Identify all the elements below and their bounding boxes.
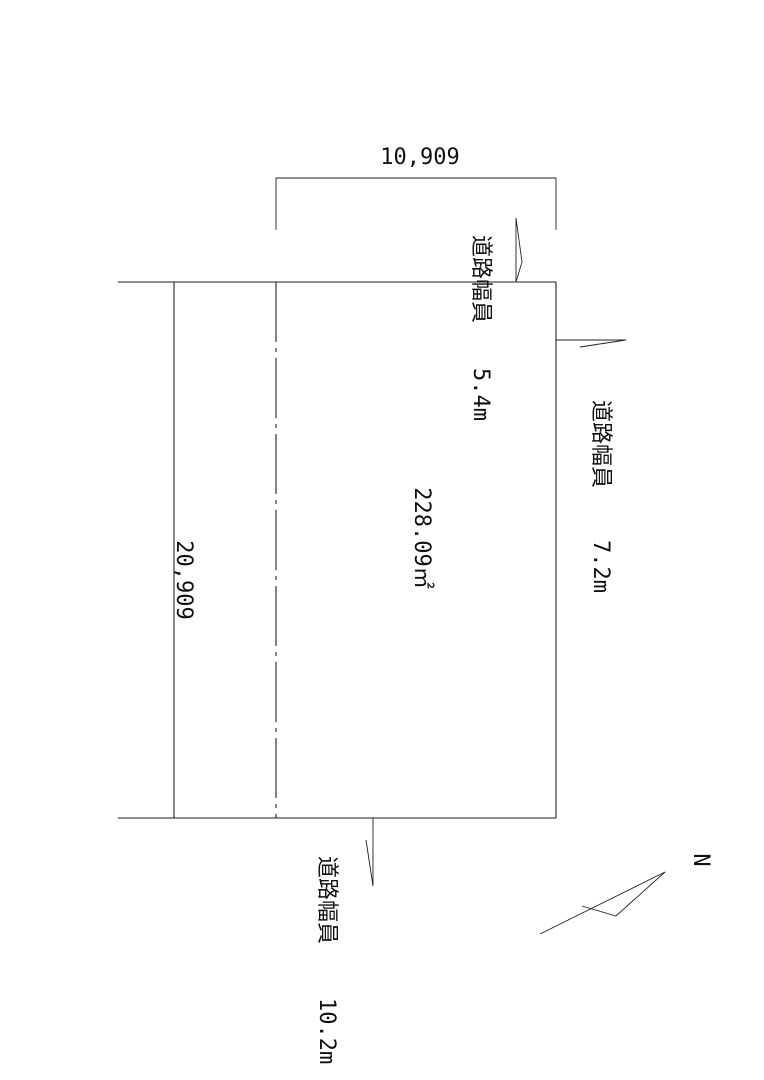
dimension-left: 20,909 [171,540,196,619]
road-label-right: 道路幅員 [588,400,613,488]
road-arrow-right [556,339,627,348]
road-arrow-top [515,217,523,283]
lot-area: 228.09㎡ [409,487,435,588]
north-arrow-icon [539,871,666,935]
road-width-right: 7.2m [588,540,613,593]
road-label-top: 道路幅員 [468,235,493,323]
north-label: N [688,853,713,866]
dimension-top: 10,909 [380,145,459,170]
top-dimension-line [275,177,557,230]
road-width-top: 5.4m [468,368,493,421]
road-label-bottom: 道路幅員 [314,856,339,944]
road-arrow-bottom [365,818,374,887]
lot-outline [118,281,557,819]
road-width-bottom: 10.2m [314,998,339,1064]
